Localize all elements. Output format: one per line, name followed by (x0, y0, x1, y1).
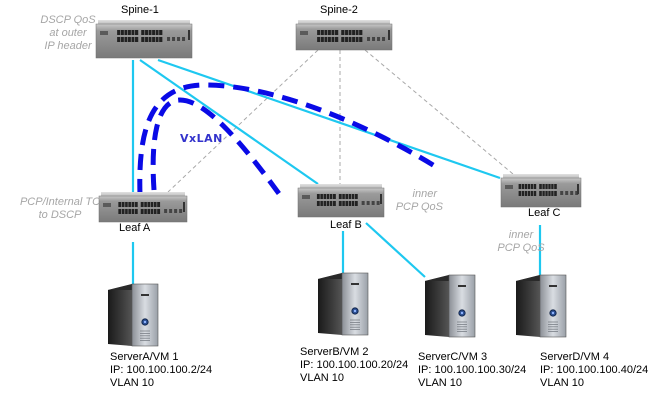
leafA-network-switch-icon (98, 192, 188, 223)
serverC-tower-server-icon (425, 274, 476, 338)
serverD-label: ServerD/VM 4 IP: 100.100.100.40/24 VLAN … (540, 351, 648, 390)
serverA-tower-server-icon (108, 283, 159, 347)
vxlan-tunnel-leafA-leafC (137, 82, 440, 196)
spine1-network-switch-icon (95, 20, 193, 59)
serverA-label: ServerA/VM 1 IP: 100.100.100.2/24 VLAN 1… (110, 351, 212, 390)
note-line: PCP/Internal TC (19, 196, 101, 208)
note-line: inner (508, 229, 534, 241)
server-vlan: VLAN 10 (110, 377, 155, 389)
leafB-network-switch-icon (297, 184, 385, 218)
leafC-network-switch-icon (500, 174, 582, 208)
spine2-label: Spine-2 (320, 4, 358, 16)
vxlan-label: VxLAN (180, 132, 223, 145)
link-spine1-leafB (139, 59, 319, 185)
note-line: DSCP QoS (40, 14, 96, 26)
note-line: at outer (49, 27, 87, 39)
leafC-qos-note: inner PCP QoS (494, 229, 548, 255)
link-spine1-leafC (157, 58, 501, 180)
note-line: PCP QoS (395, 201, 443, 213)
leafA-qos-note: PCP/Internal TC to DSCP (16, 196, 104, 222)
leafB-label: Leaf B (330, 219, 362, 231)
serverB-tower-server-icon (318, 272, 369, 336)
link-spine2-leafC (364, 49, 514, 175)
server-ip: IP: 100.100.100.2/24 (110, 364, 213, 376)
note-line: to DSCP (38, 209, 82, 221)
note-line: IP header (44, 40, 92, 52)
serverD-tower-server-icon (516, 274, 567, 338)
link-leafB-serverC (365, 222, 426, 278)
vxlan-tunnel-leafA-leafB (150, 97, 283, 197)
leafC-label: Leaf C (528, 207, 561, 219)
server-vlan: VLAN 10 (418, 377, 463, 389)
server-name: ServerD/VM 4 (540, 351, 610, 363)
note-line: PCP QoS (497, 242, 545, 254)
server-name: ServerB/VM 2 (300, 346, 369, 358)
spine2-network-switch-icon (295, 20, 393, 51)
spine1-label: Spine-1 (121, 4, 159, 16)
leafB-qos-note: inner PCP QoS (383, 188, 443, 214)
server-ip: IP: 100.100.100.20/24 (300, 359, 409, 371)
serverB-label: ServerB/VM 2 IP: 100.100.100.20/24 VLAN … (300, 346, 408, 385)
server-vlan: VLAN 10 (540, 377, 585, 389)
serverC-label: ServerC/VM 3 IP: 100.100.100.30/24 VLAN … (418, 351, 526, 390)
spine1-qos-note: DSCP QoS at outer IP header (36, 14, 100, 53)
server-vlan: VLAN 10 (300, 372, 345, 384)
server-name: ServerC/VM 3 (418, 351, 488, 363)
server-name: ServerA/VM 1 (110, 351, 179, 363)
server-ip: IP: 100.100.100.40/24 (540, 364, 649, 376)
server-ip: IP: 100.100.100.30/24 (418, 364, 527, 376)
note-line: inner (412, 188, 437, 200)
leafA-label: Leaf A (119, 222, 151, 234)
